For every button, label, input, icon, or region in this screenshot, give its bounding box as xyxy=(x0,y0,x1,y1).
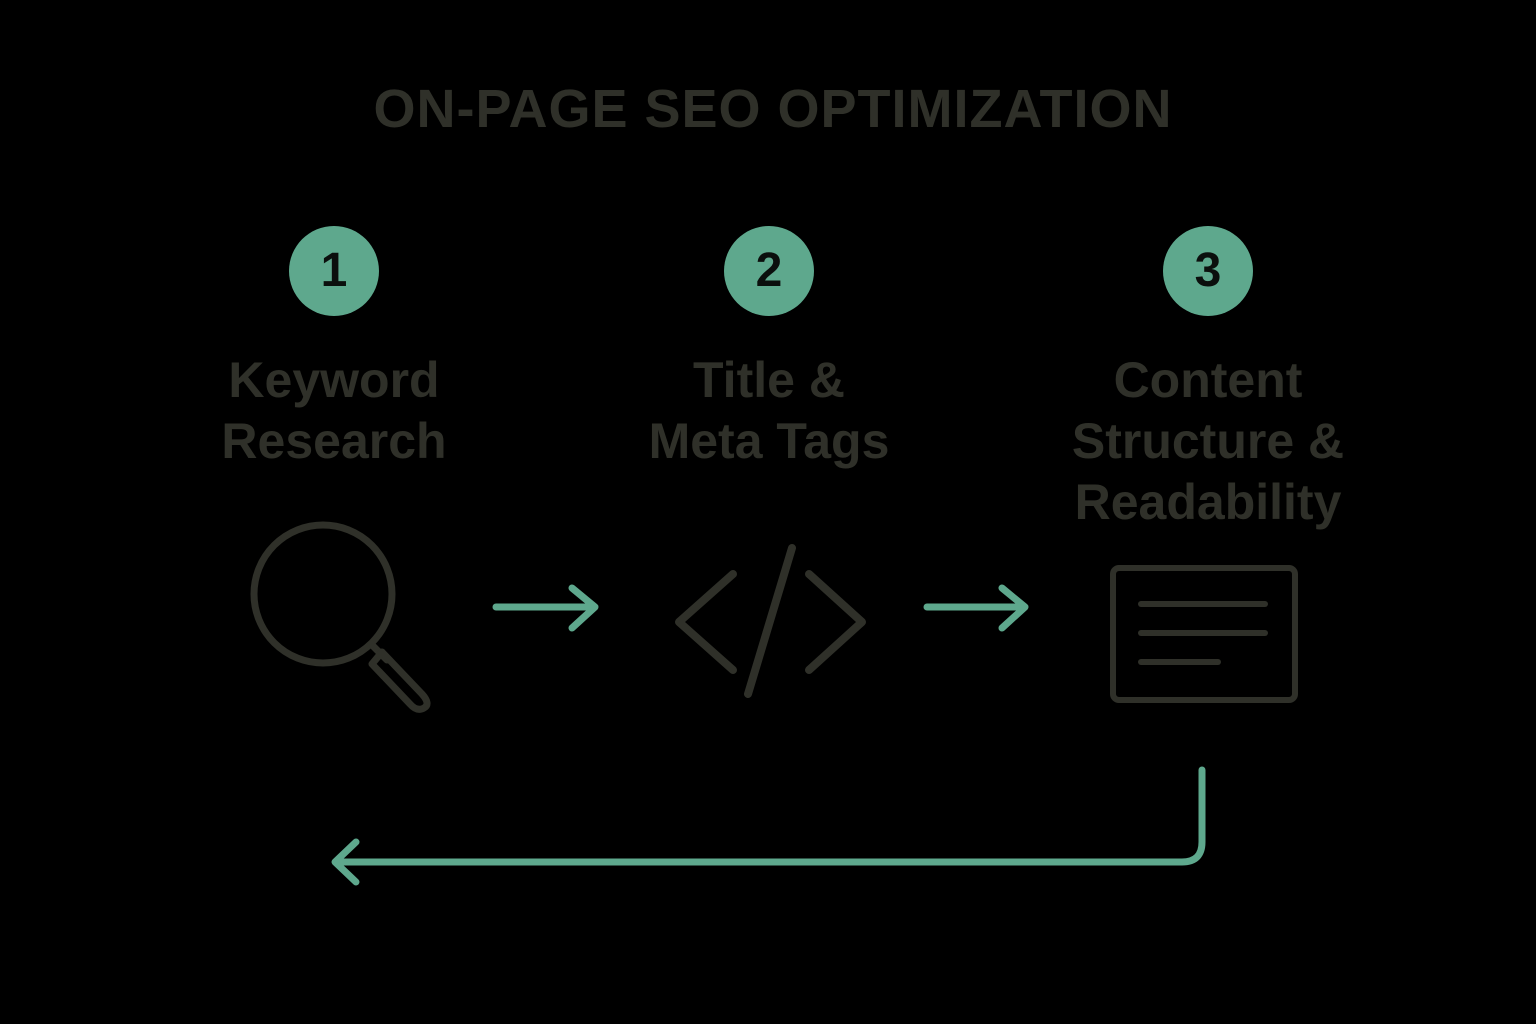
step-1-label-line-2: Research xyxy=(221,413,447,469)
document-lines-icon xyxy=(1110,565,1298,703)
step-3-label-line-2: Structure & xyxy=(1071,413,1345,469)
step-2-label-line-2: Meta Tags xyxy=(648,413,890,469)
step-3-label-line-1: Content xyxy=(1113,352,1303,408)
step-2: 2 Title & Meta Tags xyxy=(589,226,949,472)
step-3-label-line-3: Readability xyxy=(1074,474,1342,530)
arrow-right-icon xyxy=(923,584,1029,632)
step-3-label: Content Structure & Readability xyxy=(1028,350,1388,533)
magnifier-icon xyxy=(250,521,431,713)
step-3: 3 Content Structure & Readability xyxy=(1028,226,1388,533)
step-2-number-badge: 2 xyxy=(724,226,814,316)
step-2-label: Title & Meta Tags xyxy=(589,350,949,472)
step-3-number-badge: 3 xyxy=(1163,226,1253,316)
step-1: 1 Keyword Research xyxy=(154,226,514,472)
arrow-right-icon xyxy=(492,584,599,632)
loop-back-arrow-icon xyxy=(331,766,1206,886)
step-1-label: Keyword Research xyxy=(154,350,514,472)
step-2-label-line-1: Title & xyxy=(693,352,845,408)
code-brackets-icon xyxy=(675,544,866,698)
diagram-title: ON-PAGE SEO OPTIMIZATION xyxy=(373,79,1173,139)
step-1-label-line-1: Keyword xyxy=(228,352,440,408)
step-1-number-badge: 1 xyxy=(289,226,379,316)
